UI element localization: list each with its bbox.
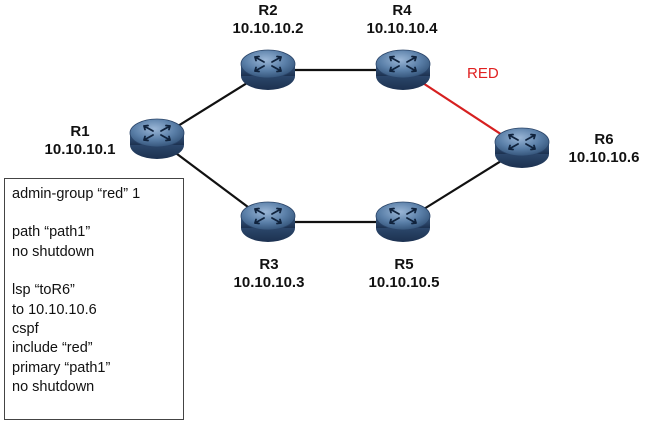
- router-name: R2: [258, 2, 278, 19]
- router-label-r6: R6 10.10.10.6: [544, 131, 650, 167]
- router-icon: [494, 127, 550, 169]
- config-box: admin-group “red” 1 path “path1” no shut…: [4, 178, 184, 420]
- router-ip: 10.10.10.6: [568, 149, 640, 166]
- router-label-r3: R3 10.10.10.3: [209, 256, 329, 292]
- router-icon: [375, 201, 431, 243]
- config-include: include “red”: [12, 340, 93, 357]
- router-label-r4: R4 10.10.10.4: [342, 2, 462, 38]
- config-cspf: cspf: [12, 321, 39, 338]
- links-layer: [156, 68, 523, 224]
- router-name: R1: [70, 123, 90, 140]
- router-name: R6: [594, 131, 614, 148]
- router-ip: 10.10.10.2: [232, 20, 304, 37]
- router-label-r5: R5 10.10.10.5: [344, 256, 464, 292]
- router-icon: [240, 49, 296, 91]
- config-admin-group: admin-group “red” 1: [12, 186, 141, 202]
- router-ip: 10.10.10.4: [366, 20, 438, 37]
- router-name: R3: [259, 256, 279, 273]
- config-path-no-shutdown: no shutdown: [12, 243, 95, 260]
- link-label-red: RED: [467, 65, 499, 82]
- router-icon: [375, 49, 431, 91]
- config-primary: primary “path1”: [12, 359, 111, 376]
- router-label-r2: R2 10.10.10.2: [208, 2, 328, 38]
- router-ip: 10.10.10.3: [233, 274, 305, 291]
- router-label-r1: R1 10.10.10.1: [20, 123, 140, 159]
- config-to: to 10.10.10.6: [12, 301, 97, 318]
- router-ip: 10.10.10.1: [44, 141, 116, 158]
- router-ip: 10.10.10.5: [368, 274, 440, 291]
- config-path: path “path1”: [12, 224, 91, 241]
- router-name: R4: [392, 2, 412, 19]
- config-lsp-no-shutdown: no shutdown: [12, 379, 95, 396]
- router-name: R5: [394, 256, 414, 273]
- config-lsp: lsp “toR6”: [12, 282, 75, 299]
- router-icon: [240, 201, 296, 243]
